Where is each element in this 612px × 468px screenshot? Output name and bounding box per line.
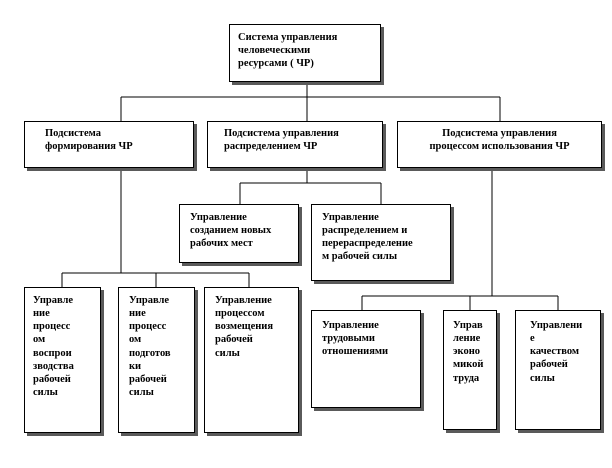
root-node: Система управления человеческими ресурса… [229,24,381,82]
node-redistribution: Управление распределением и перераспреде… [311,204,451,281]
node-new-jobs: Управление созданием новых рабочих мест [179,204,299,263]
node-compensation: Управление процессом возмещения рабочей … [204,287,299,433]
node-labor-economy: Управ ление эконо микой труда [443,310,497,430]
node-workforce-quality: Управлени е качеством рабочей силы [515,310,601,430]
subsystem-usage: Подсистема управления процессом использо… [397,121,602,168]
node-labor-relations: Управление трудовыми отношениями [311,310,421,408]
subsystem-formation: Подсистема формирования ЧР [24,121,194,168]
node-training: Управле ние процесс ом подготов ки рабоч… [118,287,195,433]
subsystem-distribution: Подсистема управления распределением ЧР [207,121,383,168]
node-reproduction: Управле ние процесс ом воспрои зводства … [24,287,101,433]
